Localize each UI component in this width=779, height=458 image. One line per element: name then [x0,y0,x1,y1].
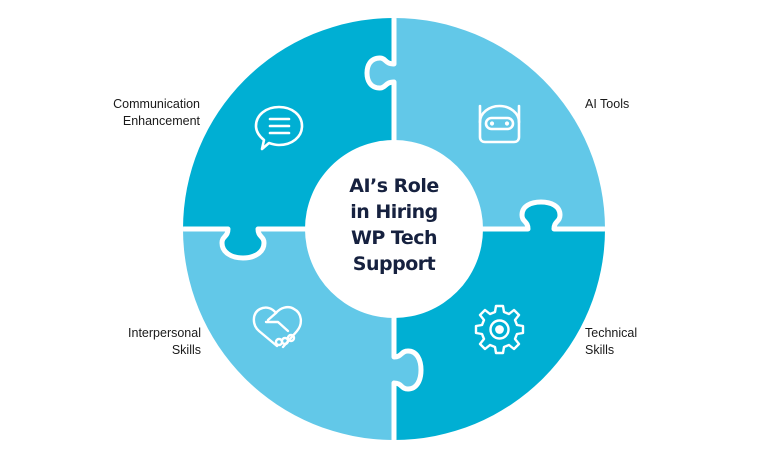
handshake-heart-icon [252,305,302,349]
label-line: AI Tools [585,97,630,111]
center-title-line: Support [352,253,436,275]
center-title-line: AI’s Role [349,175,439,197]
center-title: AI’s Role in Hiring WP Tech Support [316,173,472,277]
center-title-line: WP Tech [350,227,438,249]
label-line: Skills [171,343,201,357]
label-interpersonal-skills: Interpersonal Skills [80,325,201,359]
label-ai-tools: AI Tools [585,96,629,113]
label-line: Interpersonal [128,326,201,340]
robot-icon [478,104,521,144]
center-title-line: in Hiring [350,201,438,223]
label-line: Technical [585,326,638,340]
label-line: Communication [113,97,200,111]
label-line: Enhancement [122,114,200,128]
gear-icon [474,304,525,355]
label-technical-skills: Technical Skills [585,325,637,359]
center-circle [305,140,483,318]
label-line: Skills [585,343,615,357]
label-communication-enhancement: Communication Enhancement [70,96,200,130]
speech-bubble-icon [254,105,304,151]
